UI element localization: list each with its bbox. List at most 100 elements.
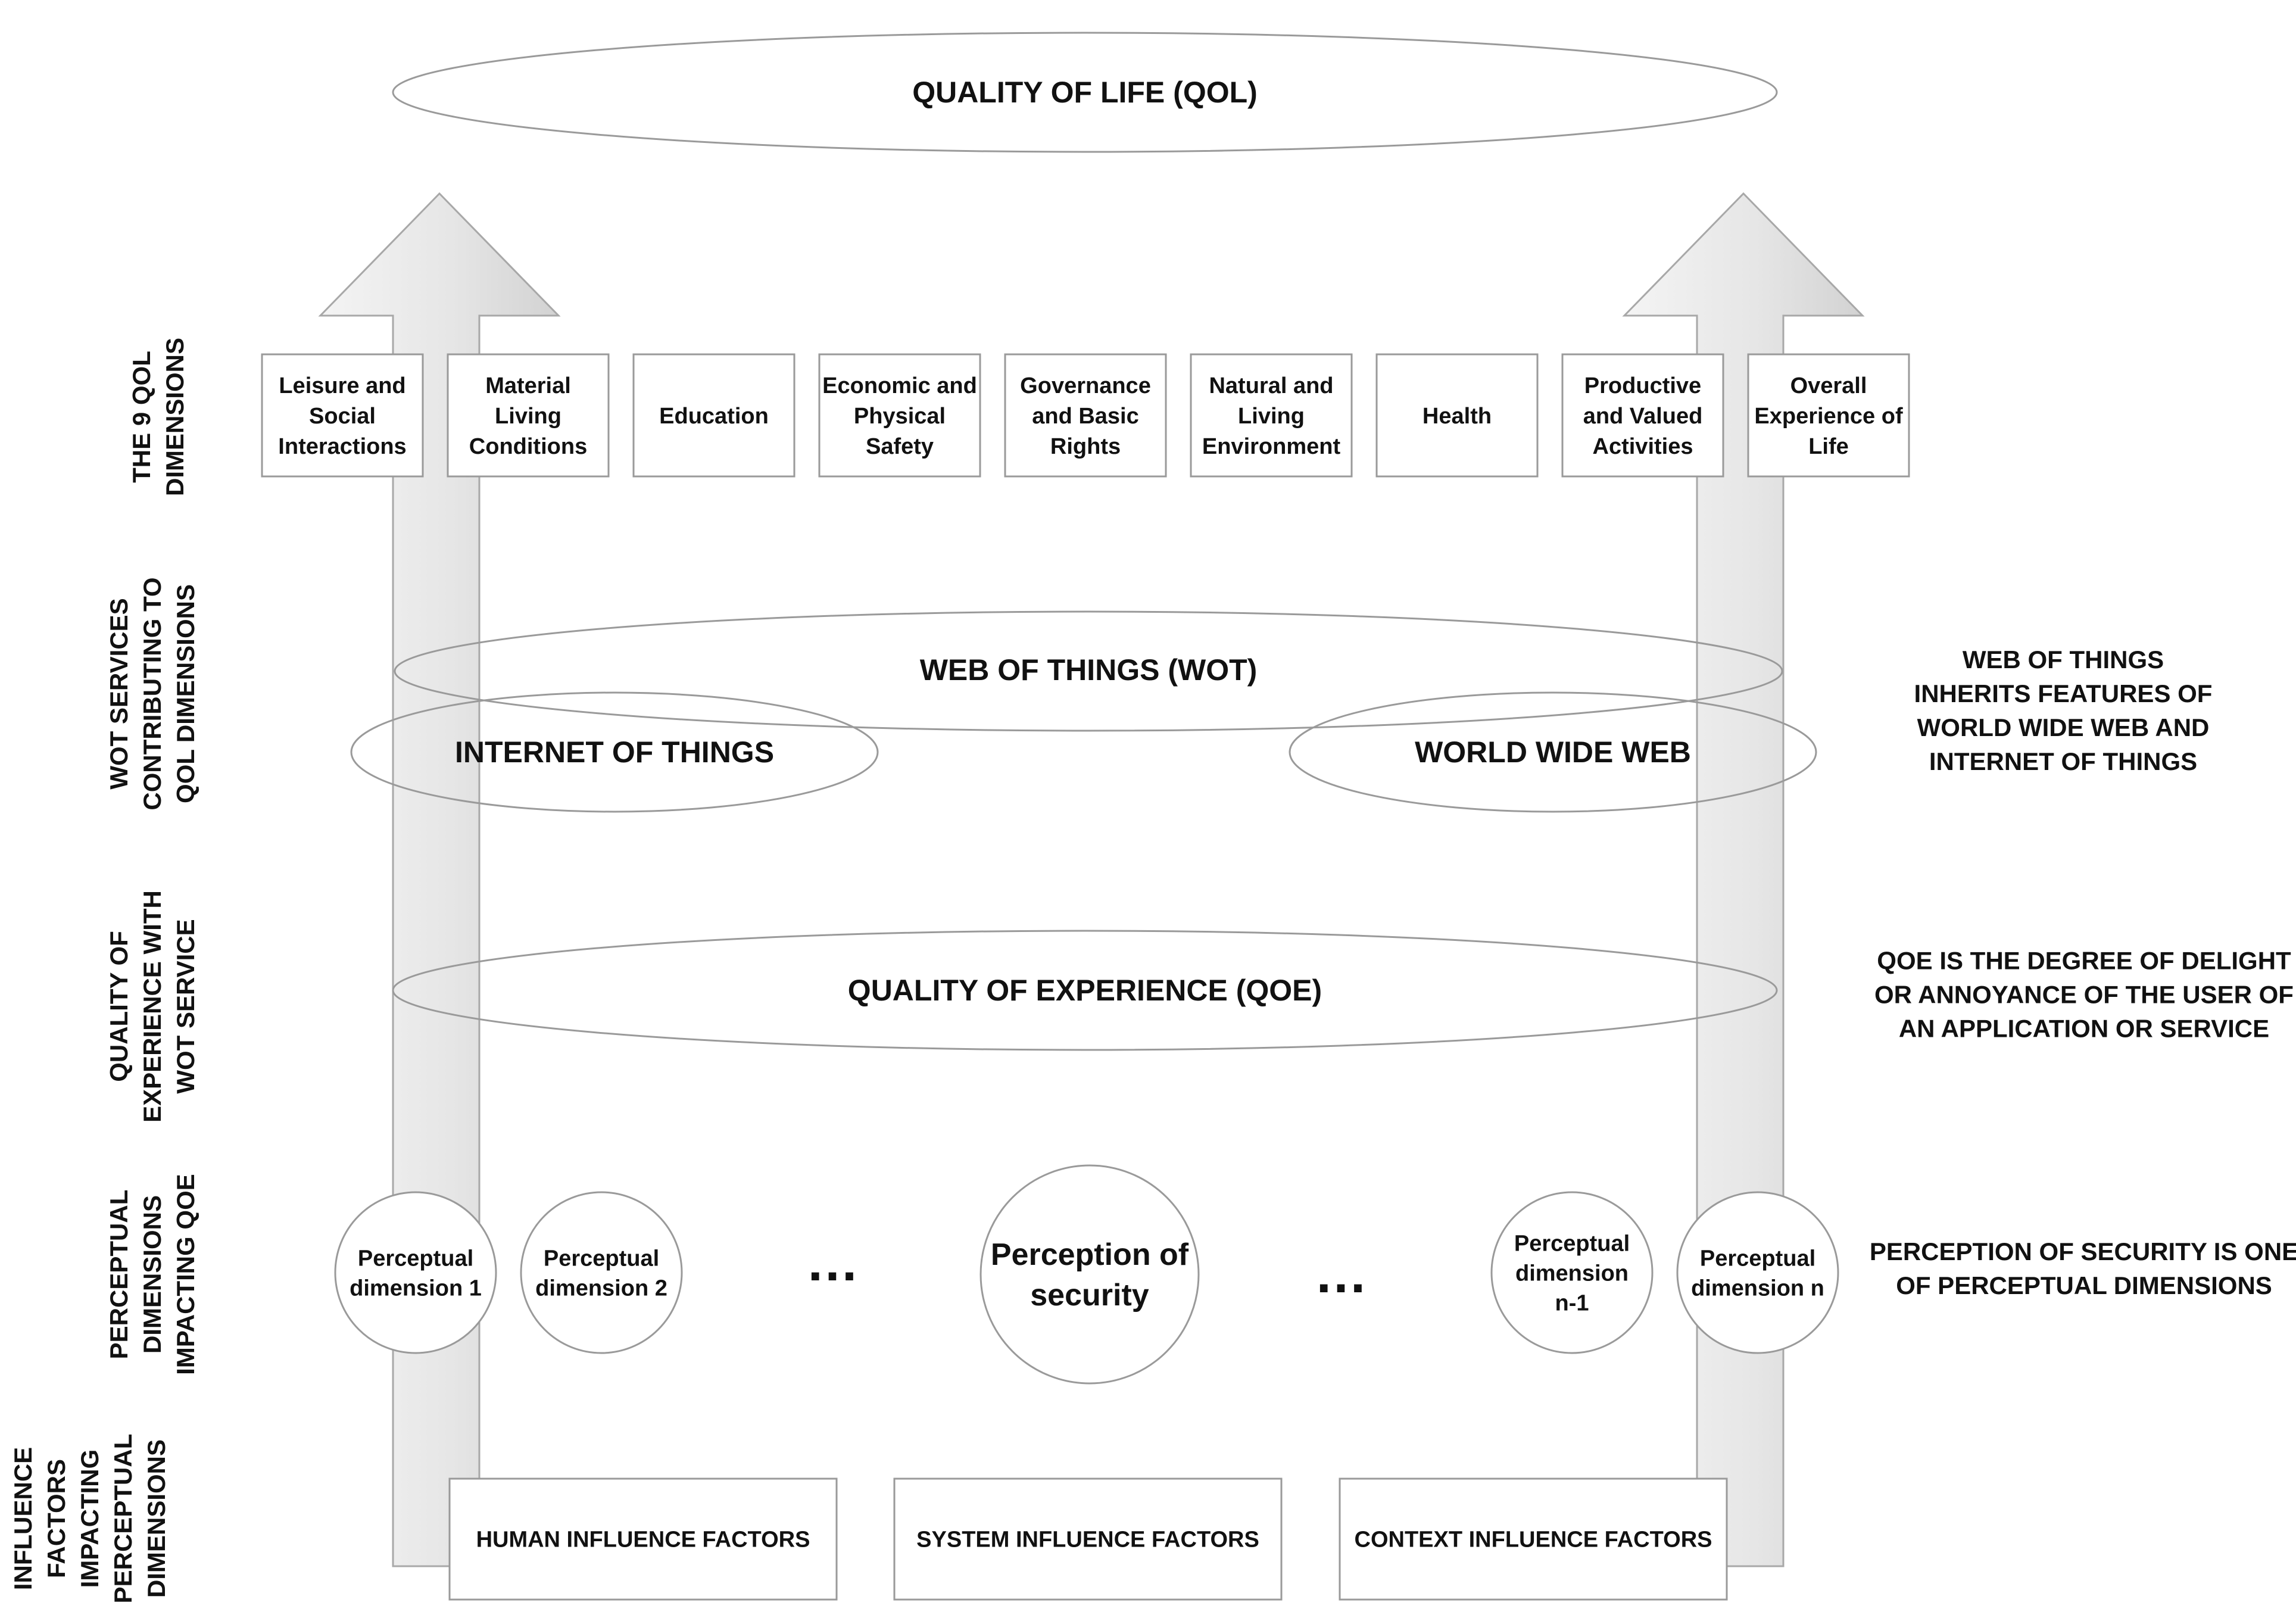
wot-oval <box>394 610 1783 732</box>
note-wot-note-line: INHERITS FEATURES OF <box>1914 679 2213 707</box>
wot-label: WEB OF THINGS (WOT) <box>920 653 1258 687</box>
perceptual-dimension-label: Perceptual dimension 2 <box>535 1246 667 1301</box>
qol-dimension-box: Health <box>1375 353 1539 478</box>
qol-dimension-label-line: Safety <box>866 434 934 459</box>
note-wot-note-line: INTERNET OF THINGS <box>1929 747 2197 775</box>
qol-dimension-label-line: Governance <box>1020 373 1151 398</box>
perceptual-dimension-label-line: dimension 2 <box>535 1276 667 1301</box>
note-qoe-note-line: OR ANNOYANCE OF THE USER OF <box>1874 981 2294 1009</box>
influence-factor-label: SYSTEM INFLUENCE FACTORS <box>916 1528 1259 1553</box>
perceptual-dimension-label-line: dimension <box>1515 1261 1629 1286</box>
qol-title: QUALITY OF LIFE (QOL) <box>912 76 1258 109</box>
influence-factors-row: HUMAN INFLUENCE FACTORS SYSTEM INFLUENCE … <box>448 1477 1728 1601</box>
iot-label: INTERNET OF THINGS <box>455 735 774 769</box>
row-label-line: DIMENSIONS <box>138 1195 166 1354</box>
note-wot-note-line: WEB OF THINGS <box>1963 646 2164 674</box>
row-label-line: WOT SERVICE <box>171 919 199 1093</box>
qol-dimension-label-line: Physical <box>854 404 946 429</box>
perceptual-dimensions-row: Perceptual dimension 1 Perceptual dimension… <box>334 1164 1839 1385</box>
note-qoe-note-line: AN APPLICATION OR SERVICE <box>1899 1015 2269 1043</box>
perceptual-dimension-label-line: Perceptual <box>1700 1246 1815 1271</box>
perceptual-dimension-label-line: security <box>1030 1278 1149 1313</box>
ellipsis-right: … <box>1314 1245 1368 1304</box>
qol-dimension-label-line: Life <box>1808 434 1849 459</box>
qol-dimension-label: Health <box>1422 404 1492 429</box>
qol-dimension-label-line: Interactions <box>278 434 406 459</box>
row-label-line: CONTRIBUTING TO <box>138 577 166 810</box>
perceptual-dimension-label-line: Perceptual <box>358 1246 473 1271</box>
qol-dimension-label-line: Environment <box>1202 434 1341 459</box>
iot-oval <box>350 691 879 813</box>
qol-dimension-label-line: Living <box>1238 404 1305 429</box>
perceptual-dimension-circle: Perceptual dimension n <box>1676 1191 1839 1354</box>
note-qoe-note-line: QOE IS THE DEGREE OF DELIGHT <box>1877 947 2291 975</box>
note-perception-note-line: PERCEPTION OF SECURITY IS ONE <box>1870 1237 2296 1265</box>
perceptual-dimension-label-line: dimension 1 <box>350 1276 482 1301</box>
row-label-line: DIMENSIONS <box>161 338 189 496</box>
qol-dimension-label: Education <box>659 404 769 429</box>
row-label-line: WOT SERVICES <box>105 598 133 789</box>
qol-dimension-box: Education <box>632 353 796 478</box>
perceptual-dimension-label-line: Perceptual <box>544 1246 659 1271</box>
qol-dimension-label-line: Productive <box>1584 373 1701 398</box>
qol-dimension-label-line: Conditions <box>469 434 587 459</box>
qol-dimension-label-line: Education <box>659 404 769 429</box>
perceptual-dimension-circle: Perceptual dimension 1 <box>334 1191 497 1354</box>
row-label-line: QUALITY OF <box>105 931 133 1082</box>
influence-factor-box: CONTEXT INFLUENCE FACTORS <box>1339 1477 1728 1601</box>
qoe-node: QUALITY OF EXPERIENCE (QOE) <box>392 930 1778 1051</box>
perceptual-dimension-label-line: n-1 <box>1555 1290 1589 1315</box>
qoe-label: QUALITY OF EXPERIENCE (QOE) <box>848 974 1322 1007</box>
qol-dimension-label-line: Material <box>485 373 571 398</box>
row-label-line: PERCEPTUAL <box>105 1190 133 1360</box>
row-label-line: QOL DIMENSIONS <box>171 584 199 803</box>
qol-dimension-label-line: Economic and <box>822 373 977 398</box>
qol-dimension-label-line: Social <box>309 404 376 429</box>
perceptual-dimension-label: Perceptual dimension 1 <box>350 1246 482 1301</box>
qol-dimension-label-line: and Valued <box>1583 404 1703 429</box>
row-label-line: THE 9 QOL <box>127 351 155 483</box>
influence-factor-label: CONTEXT INFLUENCE FACTORS <box>1355 1528 1712 1553</box>
note-perception-note: PERCEPTION OF SECURITY IS ONE OF PERCEPTU… <box>1870 1237 2296 1299</box>
note-qoe-note: QOE IS THE DEGREE OF DELIGHT OR ANNOYANCE… <box>1874 947 2294 1043</box>
row-label-line: INFLUENCE <box>9 1447 37 1590</box>
row-label-line: FACTORS <box>42 1459 70 1578</box>
qol-dimension-label-line: Natural and <box>1209 373 1333 398</box>
perceptual-dimension-label-line: dimension n <box>1691 1276 1824 1301</box>
qol-dimension-label-line: Rights <box>1050 434 1121 459</box>
qol-dimension-label-line: Activities <box>1593 434 1693 459</box>
qol-dimension-label-line: Living <box>495 404 561 429</box>
row-label-line: DIMENSIONS <box>142 1439 170 1598</box>
www-label: WORLD WIDE WEB <box>1415 735 1691 769</box>
qol-dimension-label-line: Leisure and <box>279 373 405 398</box>
right-up-arrow <box>1622 192 1865 1567</box>
influence-factor-box: HUMAN INFLUENCE FACTORS <box>448 1477 838 1601</box>
influence-factor-box: SYSTEM INFLUENCE FACTORS <box>893 1477 1283 1601</box>
qol-dimension-label-line: Overall <box>1790 373 1867 398</box>
note-perception-note-line: OF PERCEPTUAL DIMENSIONS <box>1896 1271 2272 1299</box>
